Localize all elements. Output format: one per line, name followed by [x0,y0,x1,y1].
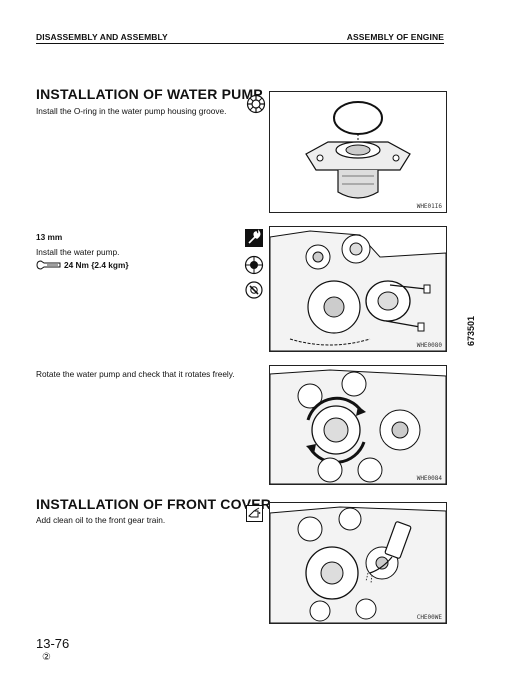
header-rule [36,43,444,44]
figure-oil-drawing [270,506,446,623]
spanner-icon [245,229,263,247]
oil-can-icon [246,505,263,522]
revision-mark: ② [42,652,51,663]
header-section-right: ASSEMBLY OF ENGINE [346,32,444,42]
figure-code: WHE0084 [416,475,442,482]
figure-code: WHE01I6 [416,203,442,210]
step-add-oil: Add clean oil to the front gear train. [36,515,166,525]
page-number: 13-76 [36,636,70,651]
side-document-code: 673501 [466,315,476,346]
o-ring-icon [246,94,266,114]
figure-code: CHE00WE [416,614,442,621]
figure-oring-drawing [305,101,411,199]
torque-wrench-icon [36,260,61,270]
gasket-icon [245,281,263,299]
step-install-oring: Install the O-ring in the water pump hou… [36,106,227,116]
figure-rotate-drawing [270,369,446,484]
step-install-water-pump: Install the water pump. [36,247,120,257]
figure-oring-installation: WHE01I6 [269,91,447,213]
figure-front-cover-oil: CHE00WE [269,502,447,624]
step-rotate-check: Rotate the water pump and check that it … [36,369,235,379]
figure-code: WHE0080 [416,342,442,349]
figure-water-pump-install: WHE0080 [269,226,447,352]
lubricant-icon [244,255,264,275]
figure-water-pump-drawing [270,230,446,351]
step-bolt-size: 13 mm [36,232,63,242]
section-title-water-pump: INSTALLATION OF WATER PUMP [36,86,263,102]
section-title-front-cover: INSTALLATION OF FRONT COVER [36,496,272,512]
figure-rotate-pump: WHE0084 [269,365,447,485]
torque-value: 24 Nm {2.4 kgm} [64,260,129,270]
header-section-left: DISASSEMBLY AND ASSEMBLY [36,32,168,42]
